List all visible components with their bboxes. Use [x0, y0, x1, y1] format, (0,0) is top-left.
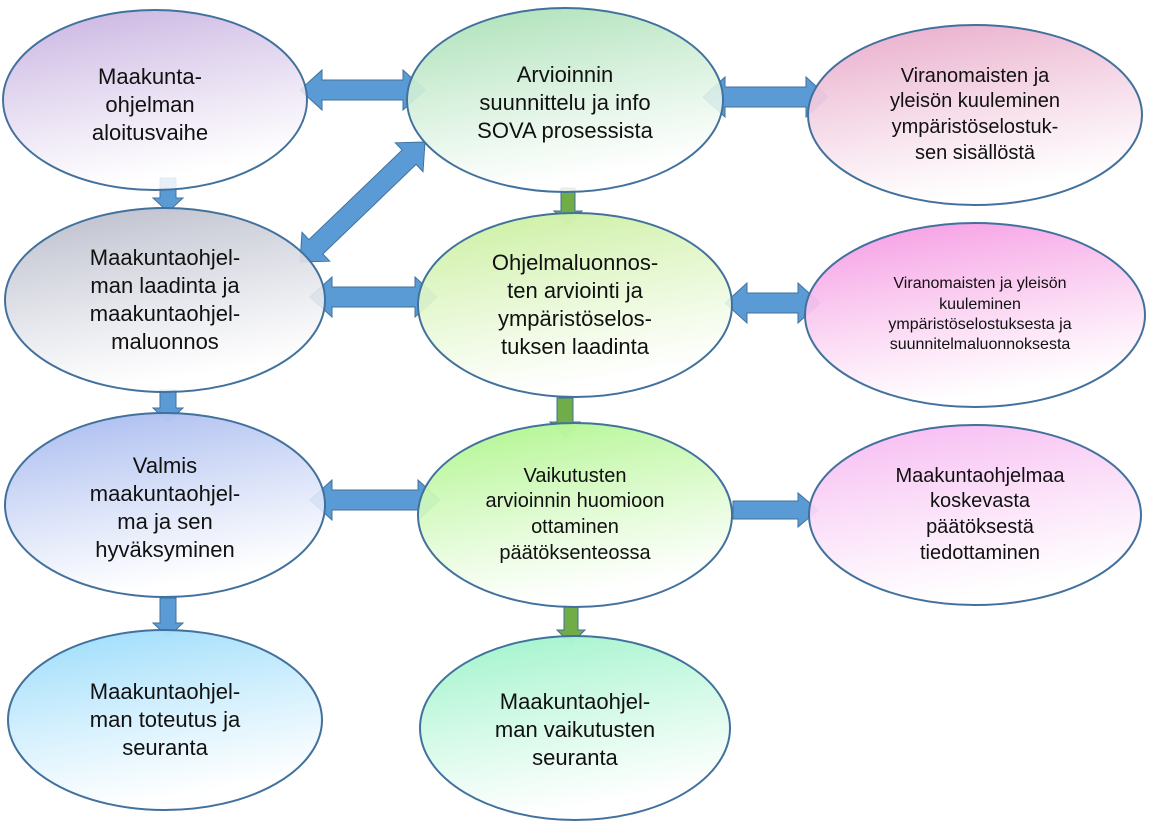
arrow-n8-n9 [732, 491, 819, 529]
nodes-layer [2, 7, 1146, 821]
arrow-n4-n2 [299, 141, 426, 263]
node-n8-ellipse [417, 422, 733, 608]
node-n10-ellipse [7, 629, 323, 811]
node-n6-ellipse [804, 222, 1146, 408]
node-n3-ellipse [807, 24, 1143, 206]
node-n2-ellipse [406, 7, 724, 193]
node-n7-ellipse [4, 412, 326, 598]
node-n4-ellipse [4, 207, 326, 393]
node-n5-ellipse [417, 212, 733, 398]
node-n11-ellipse [419, 635, 731, 821]
node-n1-ellipse [2, 9, 308, 191]
node-n9-ellipse [808, 424, 1142, 606]
